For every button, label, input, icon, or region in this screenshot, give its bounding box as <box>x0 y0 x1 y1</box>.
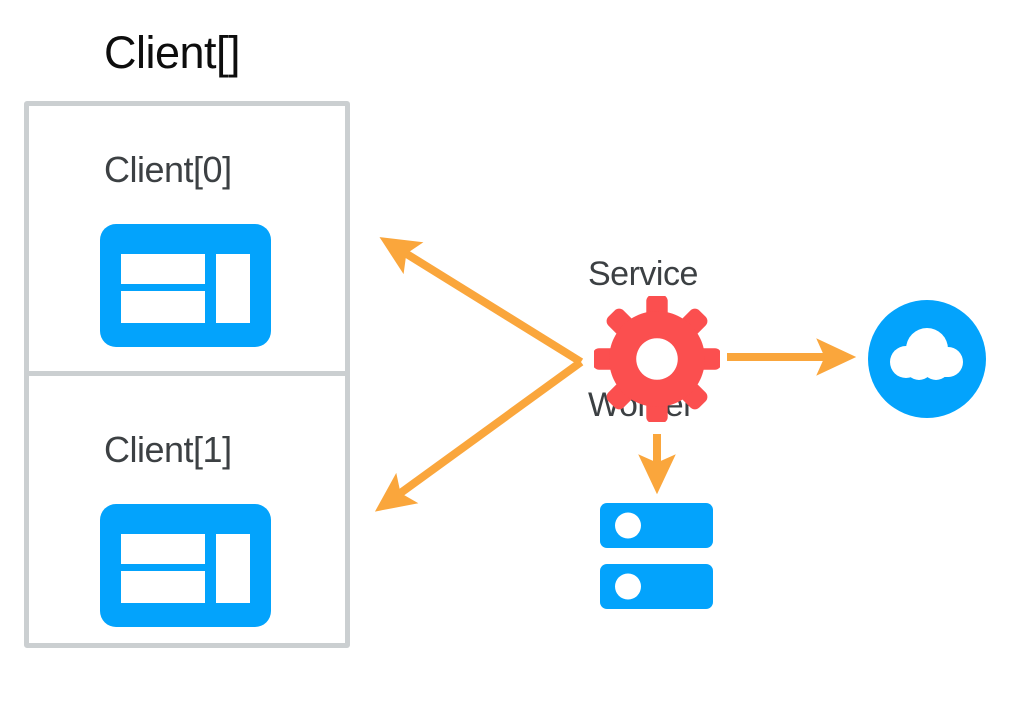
client-1-label: Client[1] <box>104 429 232 470</box>
service-worker-title-line1: Service <box>588 255 698 294</box>
gear-icon <box>592 294 722 424</box>
client-0-label: Client[0] <box>104 149 232 190</box>
cloud-icon <box>868 300 986 418</box>
database-icon <box>600 503 713 615</box>
browser-window-icon <box>100 504 271 627</box>
browser-window-icon <box>100 224 271 347</box>
arrow-sw-to-client-1 <box>374 358 584 512</box>
clients-group-title: Client[] <box>104 27 241 78</box>
clients-group-divider <box>24 371 350 376</box>
arrow-sw-to-client-0 <box>379 237 584 366</box>
